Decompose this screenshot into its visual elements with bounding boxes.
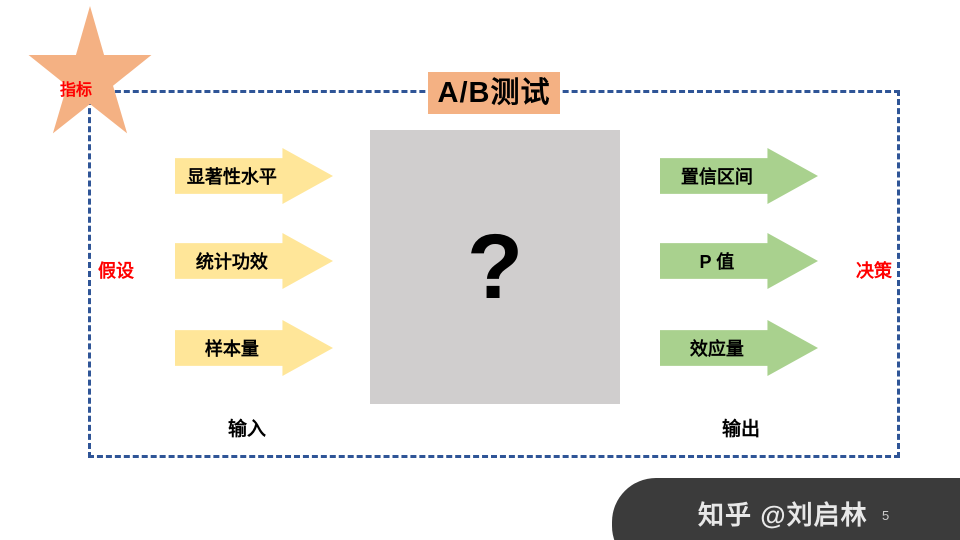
star-label: 指标 — [60, 82, 93, 99]
question-mark: ? — [466, 215, 524, 318]
outputs-caption: 输出 — [722, 419, 761, 440]
hypothesis-label: 假设 — [98, 261, 134, 281]
watermark-text: 知乎 @刘启林 — [698, 500, 868, 530]
input-arrow-label: 统计功效 — [195, 252, 268, 272]
input-arrow-label: 样本量 — [204, 339, 259, 359]
input-arrow-label: 显著性水平 — [186, 167, 277, 187]
inputs-caption: 输入 — [228, 419, 267, 440]
output-arrow-label: P 值 — [699, 252, 735, 272]
decision-label: 决策 — [856, 261, 892, 281]
page-number: 5 — [882, 508, 890, 523]
output-arrow-label: 效应量 — [689, 339, 744, 359]
output-arrow-label: 置信区间 — [680, 167, 753, 187]
watermark-bar: 知乎 @刘启林 — [612, 478, 960, 540]
diagram-title: A/B测试 — [428, 72, 560, 114]
black-box: ? — [370, 130, 620, 404]
